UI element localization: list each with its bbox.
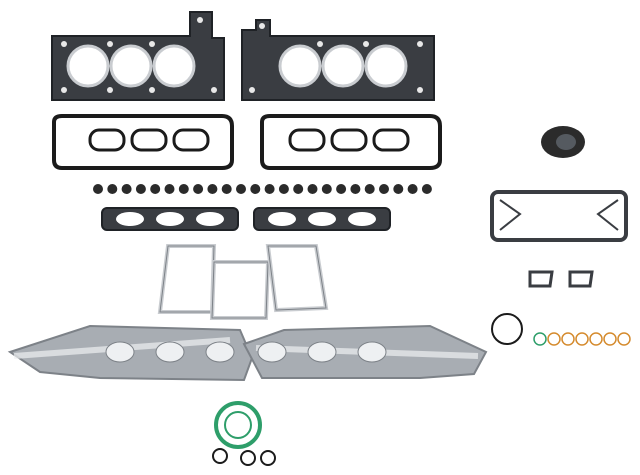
valve-stem-seal — [121, 184, 132, 194]
o-ring-small — [589, 332, 603, 346]
small-flange-gaskets — [528, 270, 594, 288]
valve-stem-seal — [321, 184, 332, 194]
valve-stem-seal — [293, 184, 304, 194]
oil-cooler-gasket — [490, 190, 628, 242]
valve-stem-seal — [421, 184, 432, 194]
head-gasket-right — [241, 19, 435, 101]
valve-stem-seal — [278, 184, 289, 194]
valve-stem-seal — [236, 184, 246, 194]
exhaust-heat-shield-left — [7, 324, 254, 382]
valve-stem-seal — [221, 184, 232, 194]
valve-stem-seal — [207, 184, 218, 194]
valve-stem-seal — [393, 184, 404, 194]
valve-cover-gasket-right — [260, 114, 442, 170]
valve-stem-seal — [364, 184, 375, 194]
valve-stem-seal — [164, 184, 175, 194]
exhaust-heat-shield-right — [242, 324, 488, 379]
o-ring-small — [617, 332, 631, 346]
o-ring-small — [547, 332, 561, 346]
valve-stem-seal — [307, 184, 318, 194]
valve-cover-gasket-left — [52, 114, 234, 170]
valve-stem-seal — [135, 184, 146, 194]
valve-stem-seals — [93, 184, 432, 194]
thermostat-gasket — [214, 401, 262, 449]
valve-stem-seal — [250, 184, 261, 194]
valve-stem-seal — [379, 184, 389, 194]
valve-stem-seal — [350, 184, 361, 194]
o-ring-small — [603, 332, 617, 346]
valve-stem-seal — [150, 184, 161, 194]
front-crank-seal — [541, 126, 585, 158]
valve-stem-seal — [407, 184, 418, 194]
o-rings — [491, 313, 631, 346]
valve-stem-seal — [264, 184, 275, 194]
bottom-o-rings — [212, 448, 276, 466]
valve-stem-seal — [93, 184, 103, 194]
intake-gasket-right — [253, 207, 391, 231]
valve-stem-seal — [107, 184, 118, 194]
valve-stem-seal — [193, 184, 204, 194]
o-ring-small — [533, 332, 547, 346]
valve-stem-seal — [178, 184, 189, 194]
intake-gasket-left — [101, 207, 239, 231]
o-ring-small — [575, 332, 589, 346]
o-ring-small — [561, 332, 575, 346]
plenum-gaskets — [157, 244, 329, 320]
valve-stem-seal — [336, 184, 347, 194]
head-gasket-left — [51, 11, 225, 101]
